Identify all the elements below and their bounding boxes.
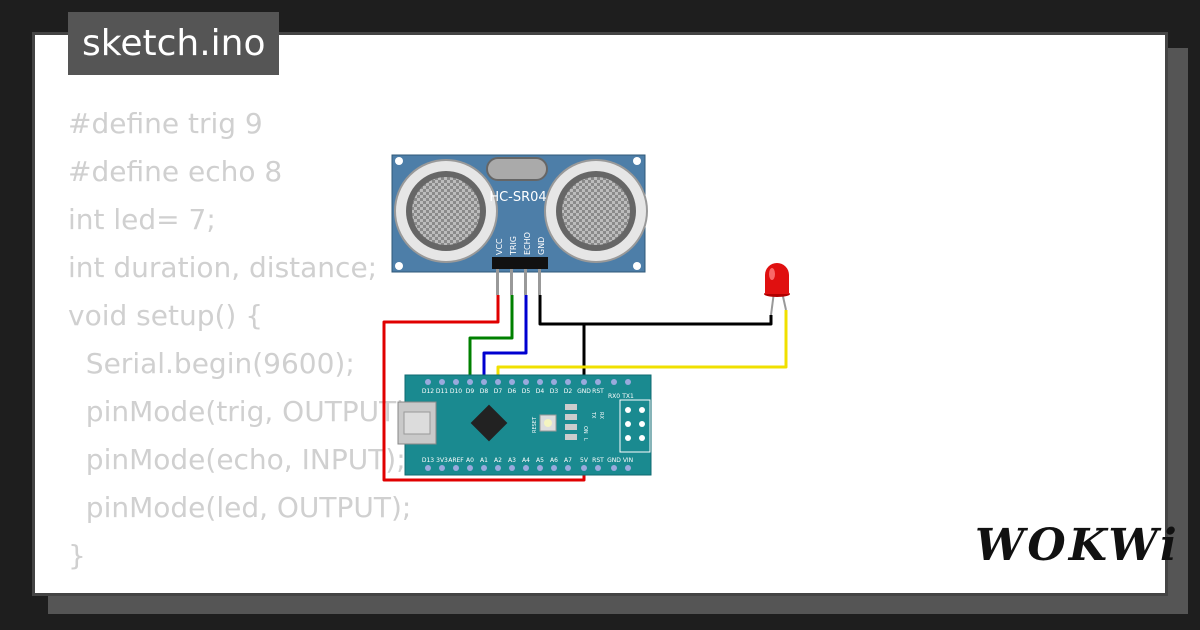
echo-wire[interactable] <box>482 295 528 382</box>
code-line: void setup() { <box>68 299 264 332</box>
arduino-nano[interactable]: D12 D11 D10 D9 D8 D7 D6 D5 D4 D3 D2 GND … <box>397 374 652 476</box>
pin-label: VIN <box>623 457 633 464</box>
trig-wire[interactable] <box>468 295 514 382</box>
crystal-oscillator <box>486 157 548 181</box>
pin-label: A4 <box>522 457 530 464</box>
file-name-tab[interactable]: sketch.ino <box>68 12 280 75</box>
pin-label: AREF <box>448 457 464 464</box>
pin-label: D10 <box>450 388 462 395</box>
code-line: #define echo 8 <box>68 155 283 188</box>
red-led[interactable] <box>764 263 790 316</box>
code-line: Serial.begin(9600); <box>68 347 355 380</box>
pin-label: D6 <box>508 388 517 395</box>
pin-label: D5 <box>522 388 531 395</box>
icsp-header <box>619 399 651 453</box>
pin-label: D9 <box>466 388 475 395</box>
code-line: int led= 7; <box>68 203 216 236</box>
pin-label: D13 <box>422 457 434 464</box>
bottom-pin-holes <box>425 465 631 471</box>
pin-label: A7 <box>564 457 572 464</box>
code-line: pinMode(trig, OUTPUT); <box>68 395 417 428</box>
code-editor: #define trig 9 #define echo 8 int led= 7… <box>68 100 417 580</box>
pin-label: RX0 <box>608 393 620 400</box>
pin-label: A6 <box>550 457 558 464</box>
pin-label: D12 <box>422 388 434 395</box>
code-line: pinMode(led, OUTPUT); <box>68 491 412 524</box>
pin-label: D4 <box>536 388 545 395</box>
ultrasonic-sensor[interactable]: HC-SR04 VCC TRIG ECHO GND <box>391 154 648 295</box>
pin-label: A1 <box>480 457 488 464</box>
pin-label: GND <box>607 457 621 464</box>
pin-label: D11 <box>436 388 448 395</box>
pin-label: RST <box>592 388 604 395</box>
pin-label: 5V <box>580 457 589 464</box>
pin-label: A3 <box>508 457 516 464</box>
vcc-wire[interactable] <box>382 295 586 482</box>
pin-label: D7 <box>494 388 503 395</box>
pin-label: GND <box>577 388 591 395</box>
code-line: } <box>68 539 86 572</box>
preview-card <box>32 32 1168 596</box>
sensor-pin-label: ECHO <box>523 232 532 255</box>
code-line: int duration, distance; <box>68 251 378 284</box>
gnd-wire[interactable] <box>538 295 773 326</box>
sensor-pin-label: TRIG <box>509 236 518 256</box>
wokwi-logo: WOKWi <box>975 520 1180 571</box>
board-label: L <box>582 438 588 441</box>
top-pin-holes <box>425 379 631 385</box>
pin-label: A5 <box>536 457 544 464</box>
board-label: ON <box>582 426 588 434</box>
board-label: RESET <box>532 416 538 433</box>
pin-label: 3V3 <box>436 457 448 464</box>
pin-label: TX1 <box>621 393 634 400</box>
sensor-model-label: HC-SR04 <box>489 190 546 205</box>
pin-label: A0 <box>466 457 474 464</box>
board-label: TX <box>590 411 596 419</box>
board-label: RX <box>598 412 604 419</box>
chip-icon <box>470 404 508 442</box>
sensor-pin-label: VCC <box>495 238 504 255</box>
pin-label: A2 <box>494 457 502 464</box>
code-line: #define trig 9 <box>68 107 263 140</box>
code-line: pinMode(echo, INPUT); <box>68 443 406 476</box>
sensor-header <box>492 257 548 269</box>
pin-label: D8 <box>480 388 489 395</box>
sensor-pin-label: GND <box>537 237 546 255</box>
pin-label: D3 <box>550 388 559 395</box>
pin-label: RST <box>592 457 604 464</box>
pin-label: D2 <box>564 388 573 395</box>
